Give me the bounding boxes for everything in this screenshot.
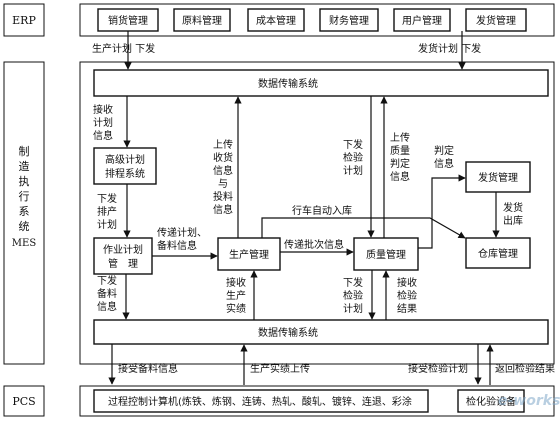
label-down-inspect-plan-0: 下发 bbox=[343, 138, 363, 151]
label-recv-prod-actual-1: 生产 bbox=[226, 289, 246, 302]
quality-box bbox=[353, 237, 419, 271]
label-upload-quality-1: 质量 bbox=[390, 145, 410, 157]
erp-module-user: 用户管理 bbox=[402, 14, 442, 27]
label-down-sched-plan-0: 下发 bbox=[97, 192, 117, 205]
mes-layer-char-5: 统 bbox=[19, 220, 30, 233]
shipping-box bbox=[465, 161, 531, 193]
label-down-inspect-plan-1: 检验 bbox=[343, 151, 363, 164]
warehouse-box bbox=[465, 237, 531, 269]
label-upload-recv-ship-0: 上传 bbox=[213, 139, 233, 151]
label-upload-quality-3: 信息 bbox=[390, 170, 410, 183]
erp-module-cost: 成本管理 bbox=[256, 14, 296, 27]
erp-module-sales: 销货管理 bbox=[108, 14, 148, 27]
pcs-lab-box bbox=[457, 389, 525, 413]
label-recv-inspect-result-0: 接收 bbox=[397, 276, 417, 289]
label-recv-plan-info-1: 计划 bbox=[93, 116, 113, 129]
label-upload-recv-ship-4: 投料 bbox=[213, 190, 233, 203]
erp-module-material: 原料管理 bbox=[182, 14, 222, 27]
mes-layer-char-2: 执 bbox=[19, 174, 30, 188]
mes-layer-char-3: 行 bbox=[19, 190, 30, 203]
shipping-label: 发货管理 bbox=[478, 171, 518, 184]
pcs-computer-label: 过程控制计算机(炼铁、炼钢、连铸、热轧、酸轧、镀锌、连退、彩涂 bbox=[108, 395, 412, 408]
erp-module-shipping: 发货管理 bbox=[476, 14, 516, 27]
label-recv-plan-info-0: 接收 bbox=[93, 103, 113, 116]
data-transmission-bottom: 数据传输系统 bbox=[258, 326, 318, 339]
label-recv-inspect-result-2: 结果 bbox=[397, 302, 417, 315]
label-ship-out-0: 发货 bbox=[503, 201, 523, 214]
label-pass-batch: 传递批次信息 bbox=[284, 238, 344, 251]
watermark-logo: e-works bbox=[498, 393, 560, 409]
line-crane-warehouse bbox=[261, 217, 466, 239]
erp-layer-label-box bbox=[3, 3, 45, 37]
advanced-plan-box bbox=[93, 147, 157, 185]
mes-layer-char-0: 制 bbox=[19, 145, 30, 158]
label-ship-out-1: 出库 bbox=[503, 214, 523, 227]
label-pass-plan-material-1: 备料信息 bbox=[157, 239, 197, 252]
label-upload-recv-ship-1: 收货 bbox=[213, 151, 233, 164]
label-recv-plan-info-2: 信息 bbox=[93, 129, 113, 142]
label-upload-quality-2: 判定 bbox=[390, 157, 410, 170]
job-plan-line-1: 管 理 bbox=[108, 257, 138, 270]
erp-module-box-material bbox=[173, 8, 231, 32]
production-label: 生产管理 bbox=[229, 248, 269, 261]
advanced-plan-line-1: 排程系统 bbox=[105, 167, 145, 180]
label-upload-recv-ship-2: 信息 bbox=[213, 164, 233, 177]
erp-layer-box bbox=[79, 3, 555, 37]
job-plan-line-0: 作业计划 bbox=[103, 243, 143, 256]
mes-layer-char-1: 造 bbox=[19, 159, 30, 173]
pcs-computer-box bbox=[93, 389, 429, 413]
erp-module-box-cost bbox=[247, 8, 305, 32]
erp-module-box-finance bbox=[319, 8, 379, 32]
label-pass-plan-material-0: 传递计划、 bbox=[157, 226, 207, 239]
label-down-sched-plan-1: 排产 bbox=[97, 205, 117, 218]
label-return-inspect-result: 返回检验结果 bbox=[495, 362, 555, 375]
mes-layer-char-6: MES bbox=[12, 238, 37, 249]
pcs-layer-label-box bbox=[3, 385, 45, 417]
label-upload-prod-actual: 生产实绩上传 bbox=[250, 362, 310, 375]
label-down-material-info-2: 信息 bbox=[97, 300, 117, 313]
mes-layer-char-4: 系 bbox=[19, 205, 30, 218]
data-transmission-top: 数据传输系统 bbox=[258, 77, 318, 90]
label-down-material-info-1: 备料 bbox=[97, 287, 117, 300]
pcs-lab-label: 检化验设备 bbox=[466, 395, 516, 408]
label-judge-info-0: 判定 bbox=[434, 144, 454, 157]
label-upload-recv-ship-5: 信息 bbox=[213, 203, 233, 216]
label-down-inspect-plan-2: 计划 bbox=[343, 164, 363, 177]
label-crane-warehouse: 行车自动入库 bbox=[292, 204, 352, 217]
erp-module-box-user bbox=[393, 8, 451, 32]
label-upload-quality-0: 上传 bbox=[390, 132, 410, 144]
label-upload-recv-ship-3: 与 bbox=[218, 178, 228, 190]
production-box bbox=[217, 237, 281, 271]
mes-layer-box bbox=[79, 61, 555, 365]
erp-module-finance: 财务管理 bbox=[329, 14, 369, 27]
label-recv-inspect-result-1: 检验 bbox=[397, 289, 417, 302]
advanced-plan-line-0: 高级计划 bbox=[105, 153, 145, 166]
mes-layer-label-box bbox=[3, 61, 45, 365]
arrow-judge-info bbox=[418, 174, 466, 249]
label-down-inspect-plan2-0: 下发 bbox=[343, 276, 363, 289]
pcs-layer-box bbox=[79, 385, 555, 417]
quality-label: 质量管理 bbox=[366, 248, 406, 261]
label-down-inspect-plan2-2: 计划 bbox=[343, 302, 363, 315]
label-down-material-info-0: 下发 bbox=[97, 274, 117, 287]
label-accept-material-info: 接受备料信息 bbox=[118, 362, 178, 375]
label-prod-plan-down: 生产计划 下发 bbox=[92, 42, 155, 55]
label-down-inspect-plan2-1: 检验 bbox=[343, 289, 363, 302]
label-recv-prod-actual-2: 实绩 bbox=[226, 302, 246, 315]
erp-module-box-shipping bbox=[465, 8, 527, 32]
label-accept-inspect-plan: 接受检验计划 bbox=[408, 362, 468, 375]
label-ship-plan-down: 发货计划 下发 bbox=[418, 42, 481, 55]
erp-layer-label: ERP bbox=[12, 14, 36, 27]
label-judge-info-1: 信息 bbox=[434, 157, 454, 170]
pcs-layer-label: PCS bbox=[12, 395, 35, 408]
data-transmission-top-box bbox=[93, 69, 549, 97]
warehouse-label: 仓库管理 bbox=[478, 247, 518, 260]
data-transmission-bottom-box bbox=[93, 319, 549, 345]
label-down-sched-plan-2: 计划 bbox=[97, 218, 117, 231]
label-recv-prod-actual-0: 接收 bbox=[226, 276, 246, 289]
